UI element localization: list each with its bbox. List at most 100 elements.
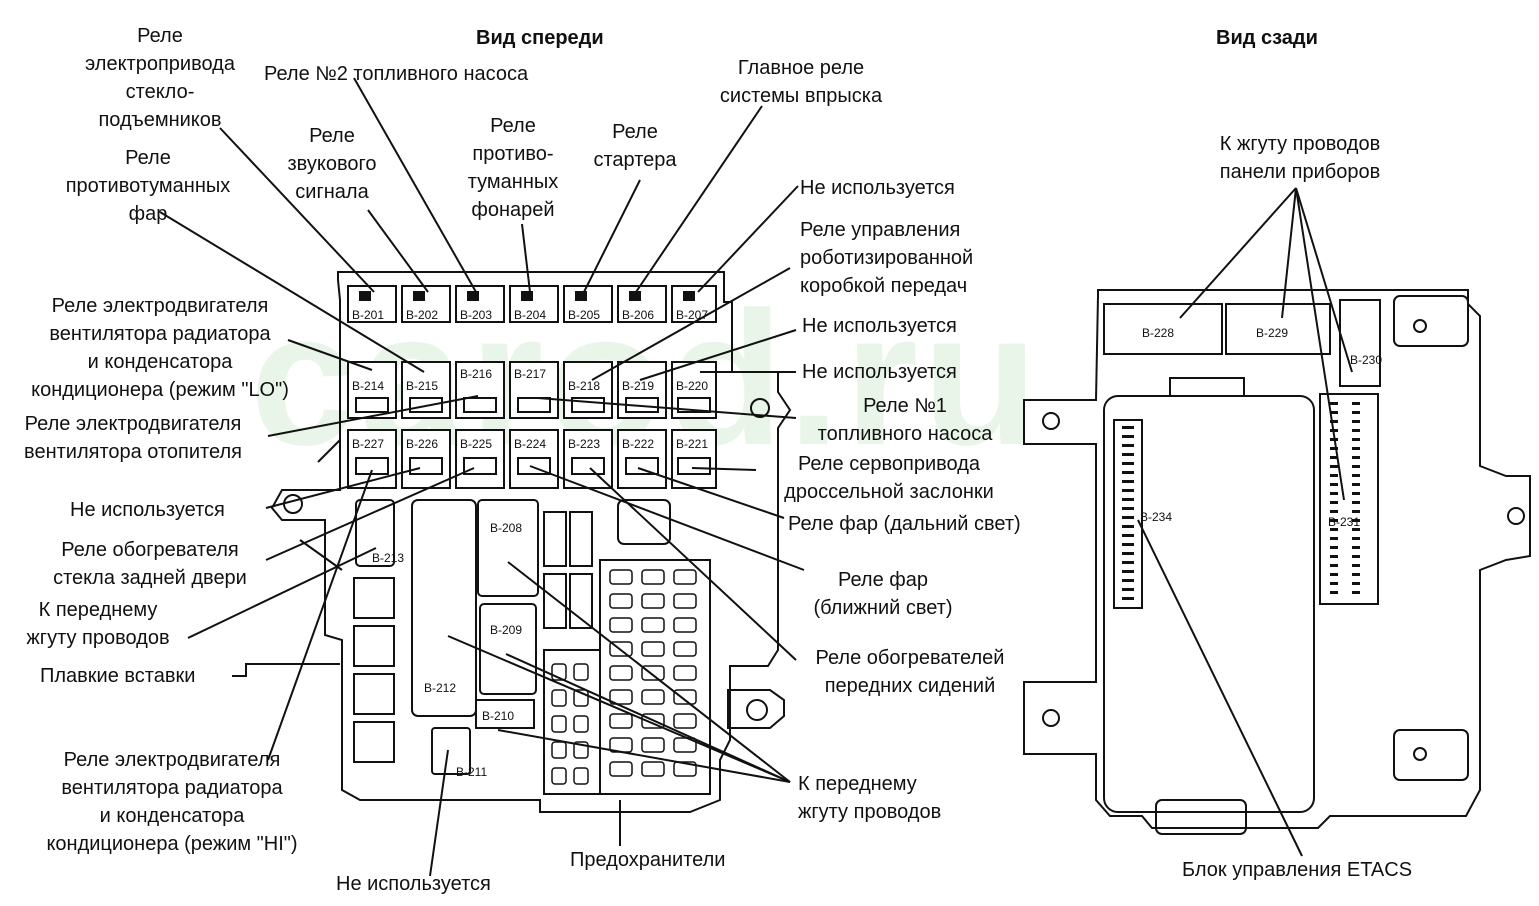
conn-b213: B-213 [372,551,404,565]
label-radiator-fan-lo-relay: Реле электродвигателя вентилятора радиат… [31,295,289,401]
front-fuse-block [270,271,792,813]
connector-pin [1352,582,1360,585]
rear-connector-pins [1122,402,1360,600]
conn-b201: B-201 [352,308,384,322]
connector-pin [1330,564,1338,567]
fuse-cell [641,593,665,609]
fuse-cell [609,569,633,585]
label-rear-door-heater-relay: Реле обогревателя стекла задней двери [53,539,247,589]
relay-row-2 [347,361,717,419]
fuse-cell [609,617,633,633]
connector-pin [1122,435,1134,438]
fuse-cell [609,665,633,681]
conn-b219: B-219 [622,379,654,393]
connector-pin [1122,489,1134,492]
label-throttle-relay: Реле сервопривода дроссельной заслонки [784,453,994,503]
connector-pin [1330,492,1338,495]
connector-pin [1352,546,1360,549]
fuse-cell [641,761,665,777]
connector-pin [1122,534,1134,537]
label-high-beam-relay: Реле фар (дальний свет) [788,513,1021,535]
fuse-cell [641,737,665,753]
label-seat-heater-relay: Реле обогревателей передних сидений [815,647,1005,697]
connector-pin [1352,501,1360,504]
label-fuel-pump-relay-1: Реле №1 топливного насоса [817,395,993,445]
connector-pin [1122,597,1134,600]
fuse-cell [673,665,697,681]
label-not-used-1: Не используется [800,177,955,199]
label-fusible-links: Плавкие вставки [40,665,196,687]
connector-pin [1352,564,1360,567]
connector-pin [1352,519,1360,522]
label-fuses: Предохранители [570,849,726,871]
conn-b209: B-209 [490,623,522,637]
connector-pin [1330,582,1338,585]
fuse-cell [551,767,567,785]
fuse-cell [673,713,697,729]
conn-b229: B-229 [1256,326,1288,340]
conn-b207: B-207 [676,308,708,322]
fuse-slots-small [543,499,671,629]
connector-pin [1122,543,1134,546]
conn-b210: B-210 [482,709,514,723]
header-front-view: Вид спереди [476,27,604,49]
label-horn-relay: Реле звукового сигнала [287,125,377,203]
label-efi-main-relay: Главное реле системы впрыска [719,57,883,107]
connector-pin [1352,555,1360,558]
connector-pin [1352,411,1360,414]
connector-pin [1330,483,1338,486]
fuse-cell [573,767,589,785]
front-mount-hole-right [750,398,770,418]
fuse-cell [641,689,665,705]
conn-b227: B-227 [352,437,384,451]
connector-pin [1330,546,1338,549]
connector-pin [1122,462,1134,465]
label-starter-relay: Реле стартера [593,121,677,171]
connector-pin [1330,474,1338,477]
conn-b206: B-206 [622,308,654,322]
label-low-beam-relay: Реле фар (ближний свет) [813,569,953,619]
fuse-cell [573,715,589,733]
connector-pin [1122,579,1134,582]
fuse-cell [673,689,697,705]
connector-pin [1330,510,1338,513]
connector-pin [1330,420,1338,423]
connector-pin [1330,456,1338,459]
label-not-used-4: Не используется [70,499,225,521]
lower-left-components [353,499,539,775]
label-instrument-panel-harness: К жгуту проводов панели приборов [1219,133,1381,183]
rear-block [1023,289,1531,835]
connector-pin [1330,573,1338,576]
rear-hole-3 [1507,507,1525,525]
fuse-cell [573,689,589,707]
label-rear-fog-relay: Реле противо- туманных фонарей [467,115,559,221]
label-front-harness-2: К переднему жгуту проводов [798,773,942,823]
connector-pin [1122,570,1134,573]
conn-b221: B-221 [676,437,708,451]
conn-b225: B-225 [460,437,492,451]
conn-b203: B-203 [460,308,492,322]
label-not-used-3: Не используется [802,361,957,383]
conn-b205: B-205 [568,308,600,322]
fuse-cell [573,741,589,759]
connector-pin [1122,471,1134,474]
fuse-cell [673,569,697,585]
connector-pin [1122,426,1134,429]
label-heater-fan-relay: Реле электродвигателя вентилятора отопит… [24,413,242,463]
connector-pin [1352,420,1360,423]
conn-b202: B-202 [406,308,438,322]
conn-b204: B-204 [514,308,546,322]
rear-block-outline [1023,289,1531,829]
front-mount-hole-left [283,494,303,514]
conn-b218: B-218 [568,379,600,393]
connector-pin [1330,537,1338,540]
conn-b214: B-214 [352,379,384,393]
label-window-lift-relay: Реле электропривода стекло- подъемников [85,25,235,131]
label-robot-gearbox-relay: Реле управления роботизированной коробко… [800,219,974,297]
connector-pin [1330,501,1338,504]
connector-pin [1352,447,1360,450]
fuse-grid [543,559,711,795]
front-mount-hole-bottom [746,699,768,721]
connector-pin [1352,465,1360,468]
